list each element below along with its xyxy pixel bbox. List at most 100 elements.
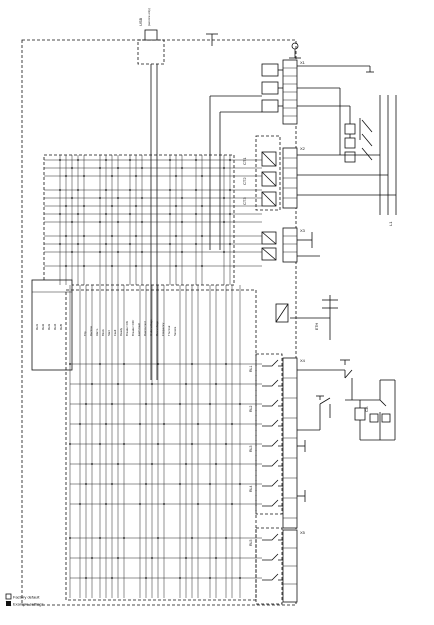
breaker-control-circuit: CB	[297, 359, 396, 502]
ground-icon	[289, 42, 301, 59]
function-matrix	[31, 154, 235, 371]
junction-dot	[163, 423, 165, 425]
junction-dot	[79, 423, 81, 425]
junction-dot	[181, 167, 183, 169]
junction-dot	[239, 403, 241, 405]
function-label: Reclose	[89, 325, 93, 336]
junction-dot	[181, 197, 183, 199]
junction-dot	[151, 557, 153, 559]
junction-dot	[157, 443, 159, 445]
junction-dot	[197, 503, 199, 505]
junction-dot	[239, 483, 241, 485]
junction-dot	[225, 363, 227, 365]
junction-dot	[105, 243, 107, 245]
junction-dot	[225, 443, 227, 445]
junction-dot	[223, 221, 225, 223]
ethernet-port: ETH	[275, 295, 338, 340]
junction-dot	[223, 251, 225, 253]
junction-dot	[169, 243, 171, 245]
junction-dot	[71, 197, 73, 199]
junction-dot	[191, 537, 193, 539]
relay-label: RL5	[249, 540, 253, 546]
function-label: Start	[107, 330, 111, 336]
junction-dot	[229, 243, 231, 245]
junction-dot	[195, 189, 197, 191]
junction-dot	[229, 189, 231, 191]
function-label: Service	[173, 326, 177, 336]
junction-dot	[181, 251, 183, 253]
junction-dot	[117, 251, 119, 253]
junction-dot	[197, 423, 199, 425]
junction-dot	[179, 483, 181, 485]
ct-label-3: CT3	[242, 197, 247, 205]
junction-dot	[185, 557, 187, 559]
junction-dot	[239, 577, 241, 579]
junction-dot	[129, 189, 131, 191]
junction-dot	[179, 577, 181, 579]
junction-dot	[99, 537, 101, 539]
junction-dot	[229, 213, 231, 215]
junction-dot	[215, 557, 217, 559]
junction-dot	[175, 265, 177, 267]
junction-dot	[77, 159, 79, 161]
junction-dot	[83, 235, 85, 237]
junction-dot	[229, 159, 231, 161]
relay-terminal-block-2	[282, 529, 298, 603]
matrix-cols	[59, 155, 231, 285]
junction-dot	[77, 243, 79, 245]
function-label: Overcurrent	[143, 321, 147, 336]
junction-dot	[195, 243, 197, 245]
junction-dot	[71, 251, 73, 253]
junction-dot	[105, 503, 107, 505]
relay-label: RL4	[249, 486, 253, 492]
junction-dot	[231, 423, 233, 425]
junction-dot	[135, 205, 137, 207]
junction-dot	[65, 175, 67, 177]
relay-terminal-block	[282, 357, 298, 529]
junction-dot	[69, 537, 71, 539]
ethernet-label: ETH	[315, 323, 319, 330]
legend: Factory default Example settings	[5, 593, 43, 607]
left-label: Rel2	[41, 323, 45, 330]
junction-dot	[69, 363, 71, 365]
junction-dot	[111, 265, 113, 267]
junction-dot	[225, 537, 227, 539]
junction-dot	[145, 403, 147, 405]
left-label: Rel5	[59, 323, 63, 330]
current-transformers: L1	[339, 88, 397, 226]
lower-matrix	[65, 285, 262, 601]
junction-dot	[201, 265, 203, 267]
junction-dot	[117, 197, 119, 199]
junction-dot	[105, 189, 107, 191]
function-label: Block	[101, 329, 105, 336]
left-label: Rel3	[47, 323, 51, 330]
junction-dot	[83, 265, 85, 267]
junction-dot	[209, 403, 211, 405]
relay-contacts: RL1 RL2 RL3 RL4 RL5	[249, 353, 283, 605]
junction-dot	[185, 463, 187, 465]
junction-dot	[79, 503, 81, 505]
junction-dot	[157, 537, 159, 539]
junction-dot	[145, 577, 147, 579]
function-label: Trip	[83, 331, 87, 336]
junction-dot	[169, 159, 171, 161]
junction-dot	[59, 189, 61, 191]
junction-dot	[117, 221, 119, 223]
junction-dot	[209, 483, 211, 485]
junction-dot	[141, 167, 143, 169]
junction-dot	[59, 213, 61, 215]
left-labels: Rel1 Rel2 Rel3 Rel4 Rel5	[35, 323, 63, 330]
left-label: Rel4	[53, 323, 57, 330]
junction-dot	[83, 175, 85, 177]
junction-dot	[129, 243, 131, 245]
legend-factory-default: Factory default	[13, 595, 40, 600]
relay-label: RL2	[249, 406, 253, 412]
junction-dot	[139, 423, 141, 425]
terminal-label: X4	[300, 358, 306, 363]
junction-dot	[65, 205, 67, 207]
junction-dot	[151, 463, 153, 465]
ct-label-1: CT1	[242, 157, 247, 165]
junction-dot	[99, 167, 101, 169]
junction-dot	[201, 235, 203, 237]
